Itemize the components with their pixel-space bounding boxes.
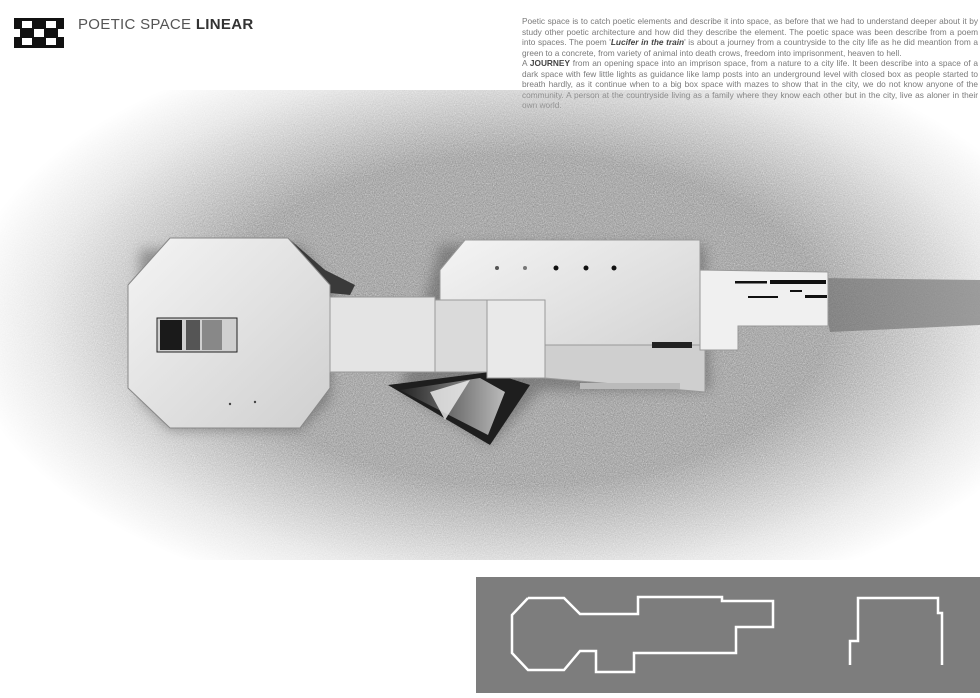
right-wing xyxy=(699,269,829,351)
journey-word: JOURNEY xyxy=(529,58,570,69)
octagon-block xyxy=(127,237,355,429)
angled-underground xyxy=(388,372,530,445)
page-title-bold: LINEAR xyxy=(195,16,254,33)
plan-outline-diagram xyxy=(510,595,944,674)
poem-title: Lucifer in the train xyxy=(610,37,685,48)
page-title: POETIC SPACE LINEAR xyxy=(78,16,254,33)
plan-panel xyxy=(476,577,980,693)
main-box xyxy=(434,239,706,393)
plan-outline-box xyxy=(848,596,944,665)
connector-block xyxy=(329,296,436,373)
plan-outline-linear xyxy=(510,595,775,674)
logo-mark-icon xyxy=(14,18,64,48)
dark-strip xyxy=(820,278,980,332)
